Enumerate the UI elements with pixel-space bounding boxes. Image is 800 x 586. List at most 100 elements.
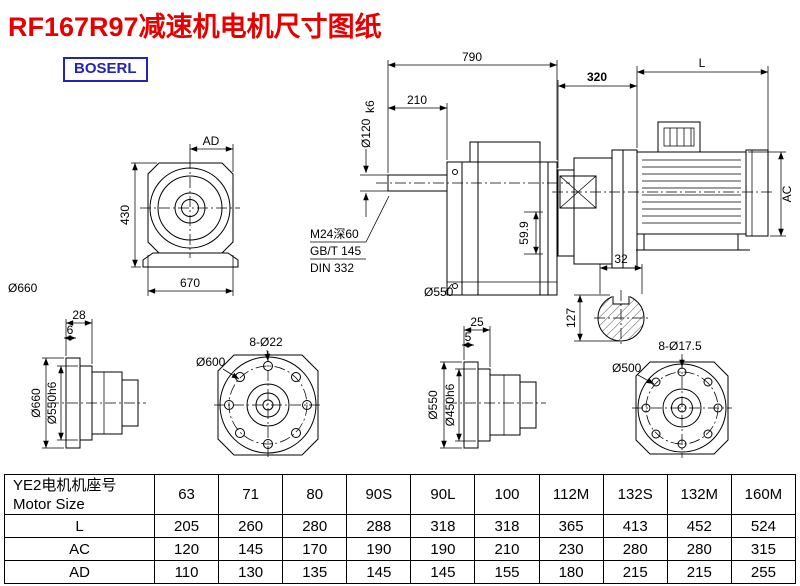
frame-size-cell: 132S [602,474,668,515]
page-title: RF167R97减速机电机尺寸图纸 [8,12,382,42]
dia-550-label: Ø550 [424,285,454,299]
technical-drawing: AD 430 670 Ø660 790 210 Ø120 k6 M24深60 G… [8,50,794,459]
dim-ad-label: AD [203,134,220,148]
dim-value-cell: 190 [346,537,412,561]
dim-210-label: 210 [407,93,427,107]
motor-side-view [552,66,786,269]
frame-size-cell: 100 [474,474,540,515]
shaft-cross-section [574,264,648,346]
flange-b-side-view [440,326,546,449]
flange-b-outer-label: Ø550 [426,390,440,420]
dim-value-cell: 452 [666,514,732,538]
shaft-fit-label: k6 [363,100,377,113]
housing-outline [446,161,558,296]
front-view [131,144,240,296]
dim-127-label: 127 [564,308,578,328]
dim-value-cell: 145 [346,560,412,584]
row-label-AC: AC [4,537,155,561]
dim-value-cell: 260 [218,514,284,538]
dim-value-cell: 120 [153,537,220,561]
flange-a-face-view [214,349,322,459]
dim-value-cell: 215 [602,560,668,584]
dim-value-cell: 130 [218,560,284,584]
brand-logo: BOSERL [63,57,148,82]
dim-value-cell: 255 [730,560,797,584]
dim-L-label: L [699,56,706,70]
std-gbt-label: GB/T 145 [310,244,361,258]
table-row-AD: AD 110 130 135 145 145 155 180 215 215 2… [4,560,797,584]
shaft-dia-label: Ø120 [359,118,373,148]
dim-value-cell: 288 [346,514,412,538]
dim-value-cell: 180 [538,560,604,584]
dia-660-label: Ø660 [8,281,38,295]
dim-value-cell: 135 [282,560,348,584]
dim-value-cell: 155 [474,560,540,584]
drawing-labels: AD 430 670 Ø660 790 210 Ø120 k6 M24深60 G… [8,50,794,426]
dim-value-cell: 280 [602,537,668,561]
flange-b-face-view [632,354,732,458]
input-shaft [387,174,447,192]
dim-599-label: 59.9 [517,221,531,245]
table-header-row: YE2电机机座号 Motor Size 63 71 80 90S 90L 100… [4,474,797,515]
dim-value-cell: 318 [410,514,476,538]
flange-a-bolt-circle-label: Ø600 [196,355,226,369]
motor-size-header: YE2电机机座号 Motor Size [4,474,155,515]
front-view-foot [142,252,239,268]
brand-logo-text: BOSERL [74,60,137,77]
row-label-L: L [4,514,155,538]
frame-size-cell: 80 [282,474,348,515]
dim-320-label: 320 [587,70,607,84]
dim-value-cell: 210 [474,537,540,561]
dim-6-label: 6 [67,323,74,337]
frame-size-cell: 132M [666,474,732,515]
dim-670-label: 670 [180,276,200,290]
motor-body [636,151,747,235]
flange-a-holes-label: 8-Ø22 [249,335,283,349]
frame-size-cell: 90S [346,474,412,515]
frame-size-cell: 90L [410,474,476,515]
flange-a-side-view [42,319,146,449]
dim-value-cell: 110 [153,560,220,584]
drawing-linework [42,60,786,459]
dim-value-cell: 170 [282,537,348,561]
std-din-label: DIN 332 [310,261,354,275]
frame-size-cell: 112M [538,474,604,515]
flange-b-spigot-label: Ø450h6 [443,383,457,426]
dim-value-cell: 145 [218,537,284,561]
motor-size-header-cn: YE2电机机座号 [13,476,117,494]
terminal-box [657,121,701,153]
dim-value-cell: 365 [538,514,604,538]
flange-a-spigot-label: Ø550h6 [45,381,59,424]
fan-cover [745,149,769,237]
frame-size-cell: 71 [218,474,284,515]
dimension-table: YE2电机机座号 Motor Size 63 71 80 90S 90L 100… [4,474,797,584]
dim-value-cell: 215 [666,560,732,584]
dim-value-cell: 205 [153,514,220,538]
dim-32-label: 32 [614,252,628,266]
flange-b-holes-label: 8-Ø17.5 [658,339,702,353]
motor-size-header-en: Motor Size [13,495,85,513]
dim-value-cell: 230 [538,537,604,561]
table-row-AC: AC 120 145 170 190 190 210 230 280 280 3… [4,537,797,561]
dim-value-cell: 524 [730,514,797,538]
dim-28-label: 28 [72,308,86,322]
dim-AC-label: AC [780,185,794,202]
flange-b-bolt-circle-label: Ø500 [612,361,642,375]
frame-size-cell: 160M [730,474,797,515]
dim-value-cell: 315 [730,537,797,561]
dim-value-cell: 413 [602,514,668,538]
table-row-L: L 205 260 280 288 318 318 365 413 452 52… [4,514,797,538]
dim-value-cell: 318 [474,514,540,538]
dim-25-label: 25 [470,315,484,329]
dim-430-label: 430 [118,205,132,225]
dim-value-cell: 280 [666,537,732,561]
dim-value-cell: 190 [410,537,476,561]
dim-790-label: 790 [462,50,482,64]
flange-a-outer-label: Ø660 [29,388,43,418]
dim-5-label: 5 [465,330,472,344]
dim-value-cell: 280 [282,514,348,538]
gearbox-side-view [310,60,570,296]
frame-size-cell: 63 [153,474,220,515]
dim-value-cell: 145 [410,560,476,584]
